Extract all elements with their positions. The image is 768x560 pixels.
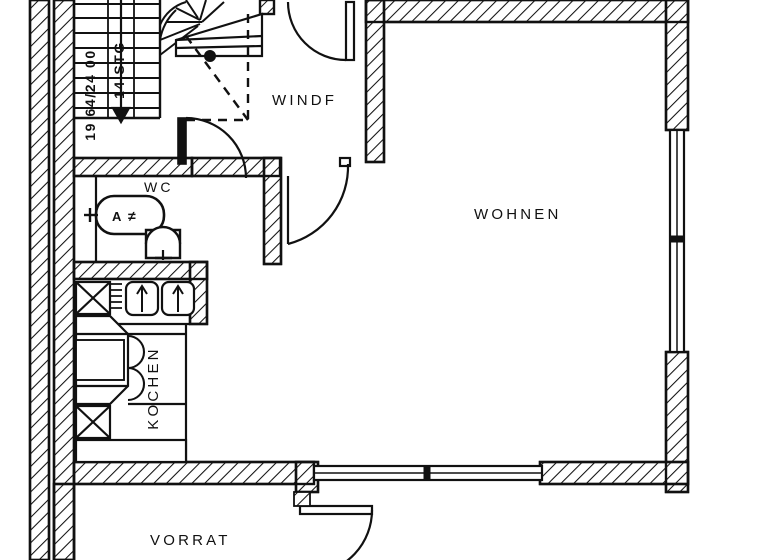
kitchen-cabinet-upper [74,280,112,316]
wohnen-east-window [668,128,686,354]
wall-windf-wohnen [364,0,386,164]
wc-fittings [84,176,182,262]
stair-dimension-label: 19 64/24 00 [82,49,98,141]
wall-stair-right-stub [258,0,276,16]
stair-count-label: 14 STG [111,41,127,99]
staircase [74,0,264,125]
room-label-wc: WC [144,179,174,195]
wall-east-upper [664,0,690,132]
vorrat-door [293,491,374,560]
wall-south-kochen [72,460,316,486]
wall-wc-kochen [72,260,209,281]
washbasin-label: A [112,209,122,224]
wohnen-south-window [312,464,544,482]
room-label-wohnen: WOHNEN [474,206,562,223]
wall-north-wohnen [364,0,690,24]
room-label-vorrat: VORRAT [150,532,231,549]
wc-toilet [144,225,182,260]
door-group [177,0,374,560]
kitchen-counter-lower [74,438,188,464]
washbasin-symbol: ≠ [128,208,136,224]
wall-wc-east [262,156,283,266]
stair-door [177,116,248,179]
wall-wc-north-left [72,156,194,178]
room-label-kochen: KOCHEN [145,346,162,429]
kitchen-fittings [74,278,196,464]
wall-party-outer [28,0,51,560]
stair-opening-dashed [185,14,250,122]
wall-vorrat-west [52,482,76,560]
stair-up-arrow [111,0,131,125]
kitchen-cabinet-lower [74,404,112,440]
windf-wohnen-door [286,156,352,246]
window-group [312,128,686,482]
kitchen-stove [74,314,188,462]
windf-entry-door [286,0,356,62]
wall-party-inner [52,0,76,560]
room-label-windf: WINDF [272,92,337,109]
stair-pivot-dot [204,49,217,62]
